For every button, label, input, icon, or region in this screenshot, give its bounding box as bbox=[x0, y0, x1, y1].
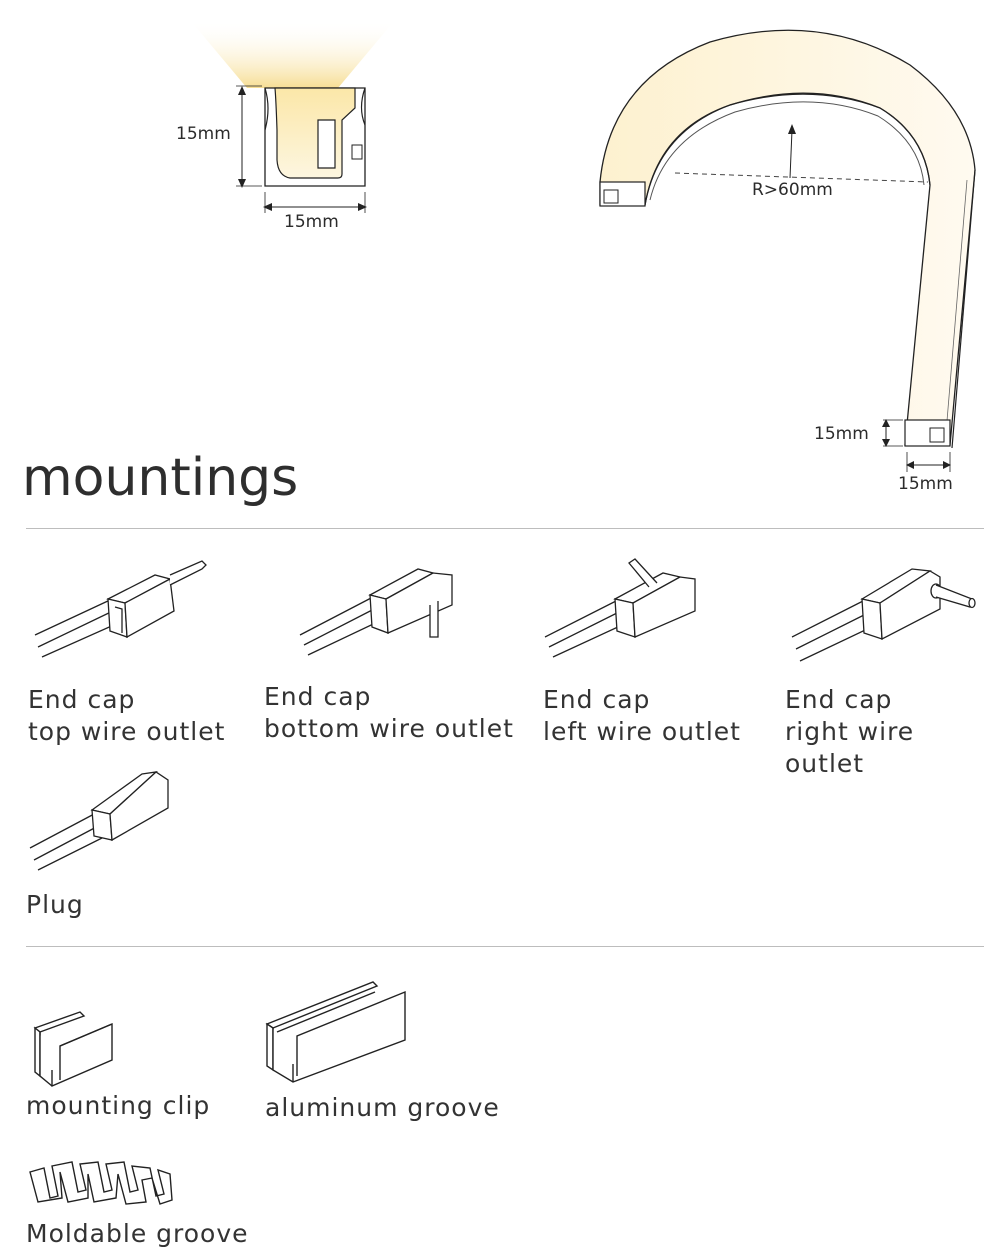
aluminum-groove-icon bbox=[265, 981, 406, 1083]
end-cap-left-line2: left wire outlet bbox=[543, 717, 741, 746]
end-cap-left-line1: End cap bbox=[543, 685, 651, 714]
end-cap-left-wire-outlet-icon bbox=[544, 558, 696, 658]
end-cap-top-label: End cap top wire outlet bbox=[28, 684, 225, 748]
end-cap-right-wire-outlet-icon bbox=[791, 568, 976, 662]
mountings-heading: mountings bbox=[22, 448, 299, 508]
end-cap-bottom-label: End cap bottom wire outlet bbox=[264, 681, 514, 745]
bend-height-label: 15mm bbox=[814, 424, 869, 444]
profile-width-label: 15mm bbox=[284, 212, 339, 232]
bend-radius-diagram bbox=[599, 29, 976, 472]
bend-radius-label: R>60mm bbox=[752, 180, 833, 200]
end-cap-bottom-line2: bottom wire outlet bbox=[264, 714, 514, 743]
bend-width-label: 15mm bbox=[898, 474, 953, 494]
section-divider bbox=[26, 528, 984, 529]
end-cap-top-line1: End cap bbox=[28, 685, 136, 714]
mounting-clip-label: mounting clip bbox=[26, 1091, 211, 1120]
end-cap-left-label: End cap left wire outlet bbox=[543, 684, 741, 748]
end-cap-right-line1: End cap bbox=[785, 685, 893, 714]
aluminum-groove-label: aluminum groove bbox=[265, 1093, 500, 1122]
end-cap-bottom-wire-outlet-icon bbox=[299, 568, 453, 656]
profile-height-label: 15mm bbox=[176, 124, 231, 144]
moldable-groove-label: Moldable groove bbox=[26, 1219, 249, 1248]
moldable-groove-icon bbox=[29, 1161, 173, 1205]
end-cap-bottom-line1: End cap bbox=[264, 682, 372, 711]
section-divider-accessories bbox=[26, 946, 984, 947]
plug-icon bbox=[29, 771, 169, 871]
end-cap-right-line2: right wire outlet bbox=[785, 717, 915, 778]
end-cap-right-label: End cap right wire outlet bbox=[785, 684, 996, 780]
mounting-clip-icon bbox=[33, 1011, 113, 1087]
profile-cross-section-diagram bbox=[190, 20, 395, 213]
end-cap-top-line2: top wire outlet bbox=[28, 717, 226, 746]
end-cap-top-wire-outlet-icon bbox=[34, 560, 207, 658]
plug-label: Plug bbox=[26, 890, 84, 919]
